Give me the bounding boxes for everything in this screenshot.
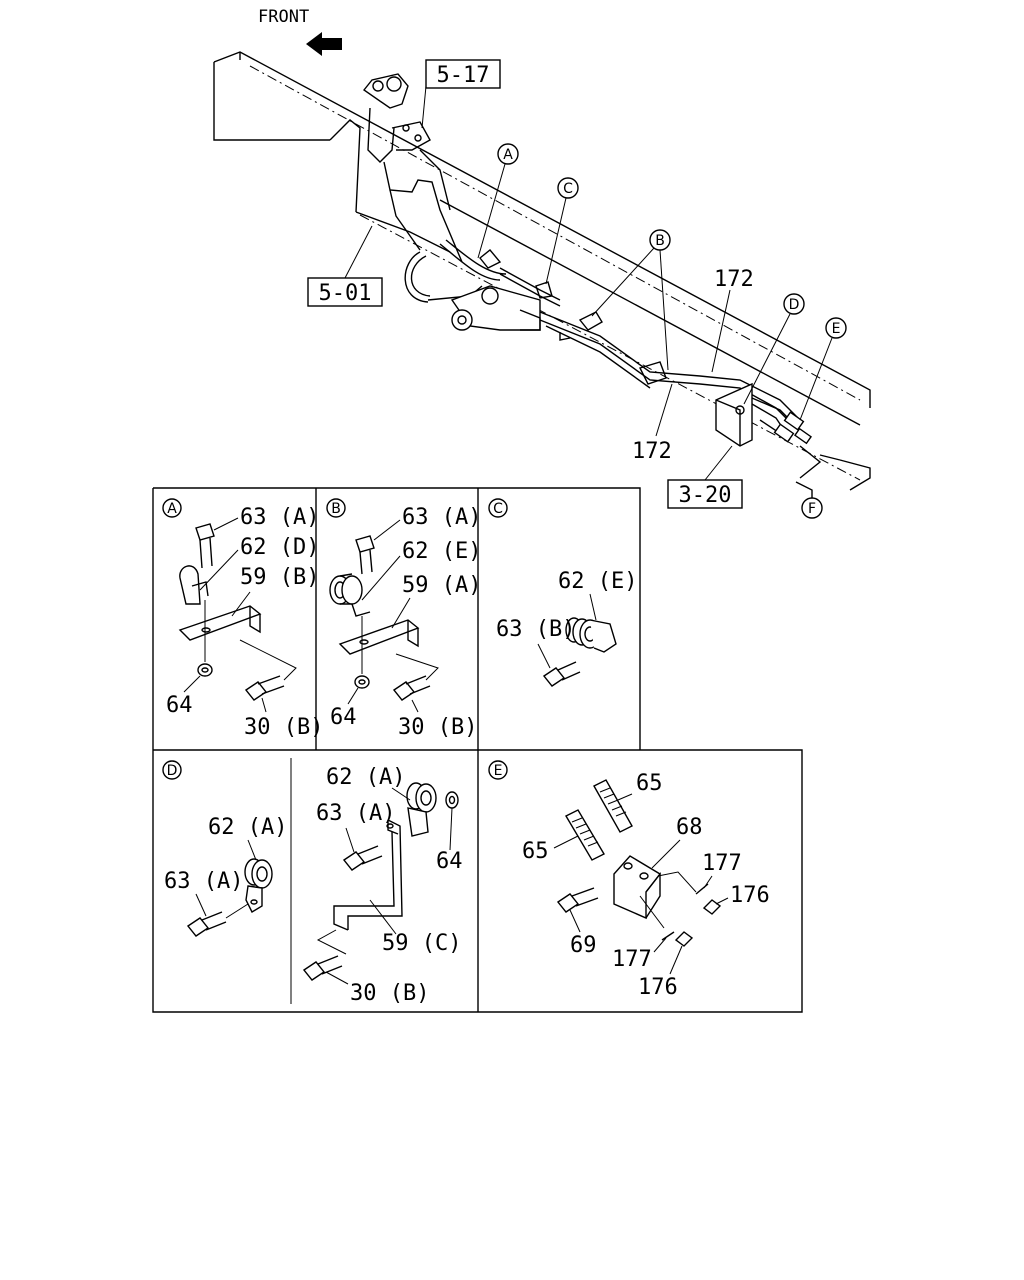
detail-panels-frame: [152, 487, 803, 1013]
panel-c-label-63: 63 (B): [496, 617, 575, 642]
panel-e-label-177-upper: 177: [702, 851, 742, 876]
panel-a-label-30: 30 (B): [244, 715, 323, 740]
rear-junction: [715, 382, 822, 498]
valve-cluster: [404, 239, 561, 331]
callout-a: A: [503, 147, 513, 163]
frame-rail: [213, 51, 871, 491]
callout-d-circle: [783, 293, 805, 315]
detail-panel-e: E 65 65 68 177 176 69 177: [488, 760, 770, 1000]
detail-panel-a: A 63 (A) 62 (D) 59 (B) 64 30 (B): [162, 498, 323, 740]
panel-d-left-label-63: 63 (A): [164, 869, 243, 894]
detail-panel-d: D 62 (A) 63 (A) 62 (A) 63 (A) 6: [162, 760, 463, 1006]
panel-c-tag: C: [493, 501, 503, 517]
panel-d-tag: D: [167, 763, 178, 779]
part-172-lower: 172: [632, 439, 672, 464]
callout-d: D: [789, 297, 800, 313]
callout-e: E: [832, 321, 841, 337]
ref-box-5-17: 5-17: [437, 63, 490, 88]
panel-e-label-176-upper: 176: [730, 883, 770, 908]
panel-a-label-63: 63 (A): [240, 505, 319, 530]
callout-a-circle: [497, 143, 519, 165]
panel-c-label-62: 62 (E): [558, 569, 637, 594]
detail-panel-c: C 62 (E) 63 (B): [488, 498, 637, 687]
panel-b-label-64: 64: [330, 705, 357, 730]
ref-box-5-01: 5-01: [319, 281, 372, 306]
callout-e-circle: [825, 317, 847, 339]
panel-d-right-label-62: 62 (A): [326, 765, 405, 790]
panel-e-label-69: 69: [570, 933, 597, 958]
panel-e-label-176-lower: 176: [638, 975, 678, 1000]
panel-b-tag: B: [331, 501, 341, 517]
front-arrow-icon: [306, 32, 342, 56]
panel-d-right-label-64: 64: [436, 849, 463, 874]
panel-a-label-64: 64: [166, 693, 193, 718]
callout-c-circle: [557, 177, 579, 199]
panel-e-label-177-lower: 177: [612, 947, 652, 972]
valve-bracket: [362, 73, 463, 263]
panel-b-label-63: 63 (A): [402, 505, 481, 530]
panel-a-label-62: 62 (D): [240, 535, 319, 560]
panel-a-tag: A: [167, 501, 177, 517]
callout-f-circle: [801, 497, 823, 519]
panel-d-right-label-30: 30 (B): [350, 981, 429, 1006]
panel-e-tag: E: [494, 763, 503, 779]
detail-panel-b: B 63 (A) 62 (E) 59 (A) 64 30 (B): [326, 498, 481, 740]
panel-b-label-30: 30 (B): [398, 715, 477, 740]
callout-c: C: [563, 181, 573, 197]
panel-d-left-label-62: 62 (A): [208, 815, 287, 840]
part-172-upper: 172: [714, 267, 754, 292]
ref-box-3-20: 3-20: [679, 483, 732, 508]
main-assembly-view: FRONT: [213, 7, 871, 519]
callout-f: F: [808, 501, 816, 517]
panel-d-right-label-63: 63 (A): [316, 801, 395, 826]
panel-e-label-65-upper: 65: [636, 771, 663, 796]
panel-d-right-label-59: 59 (C): [382, 931, 461, 956]
panel-b-label-62: 62 (E): [402, 539, 481, 564]
panel-e-label-68: 68: [676, 815, 703, 840]
panel-e-label-65-lower: 65: [522, 839, 549, 864]
panel-b-label-59: 59 (A): [402, 573, 481, 598]
panel-a-label-59: 59 (B): [240, 565, 319, 590]
callout-b: B: [655, 233, 665, 249]
front-label: FRONT: [258, 7, 309, 27]
